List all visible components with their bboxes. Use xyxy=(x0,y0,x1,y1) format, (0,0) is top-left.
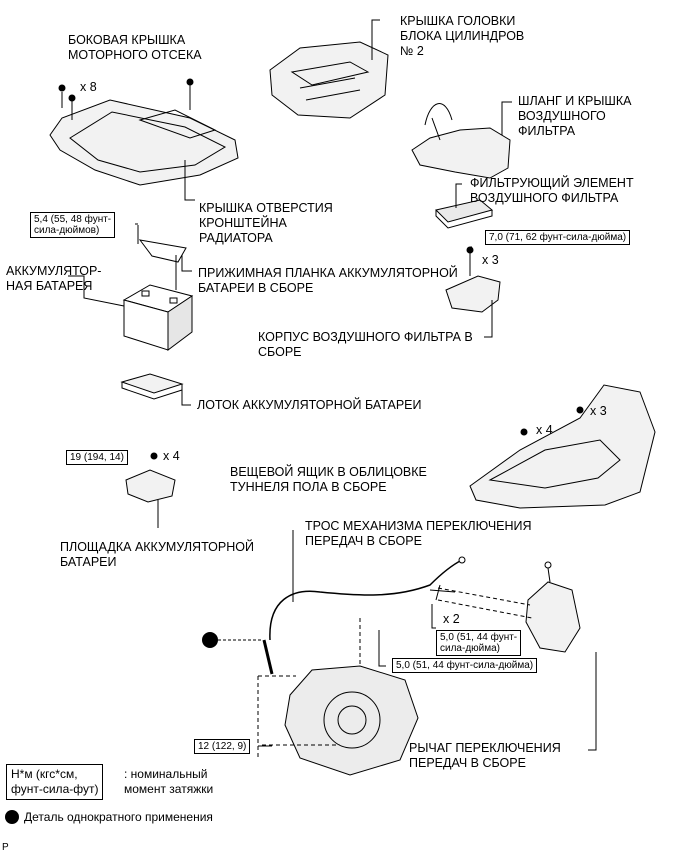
transaxle-illustration xyxy=(284,665,419,776)
leader-lines xyxy=(68,19,597,751)
qty-console-left: x 4 xyxy=(536,423,553,437)
single-use-marker xyxy=(202,632,218,648)
torque-box-cable-nut: 5,0 (51, 44 фунт-сила-дюйма) xyxy=(392,658,538,673)
air-hose-illustration xyxy=(411,103,511,179)
legend-unit-box: Н*м (кгс*см, фунт-сила-фут) xyxy=(6,764,104,800)
battery-carrier-illustration xyxy=(125,452,176,503)
corner-code: P xyxy=(2,842,9,853)
qty-filter-case: x 3 xyxy=(482,253,499,267)
label-radiator-cover: КРЫШКА ОТВЕРСТИЯ КРОНШТЕЙНА РАДИАТОРА xyxy=(199,201,333,245)
dashed-connectors xyxy=(257,587,533,760)
qty-carrier: x 4 xyxy=(163,449,180,463)
engine-side-cover-illustration xyxy=(49,78,239,186)
label-shift-cable: ТРОС МЕХАНИЗМА ПЕРЕКЛЮЧЕНИЯ ПЕРЕДАЧ В СБ… xyxy=(305,519,532,548)
label-filter-element: ФИЛЬТРУЮЩИЙ ЭЛЕМЕНТ ВОЗДУШНОГО ФИЛЬТРА xyxy=(470,176,634,205)
torque-box-cable-bracket: 5,0 (51, 44 фунт- сила-дюйма) xyxy=(436,630,522,656)
torque-box-transaxle: 12 (122, 9) xyxy=(194,739,251,754)
filter-element-illustration xyxy=(435,199,494,229)
label-shift-lever: РЫЧАГ ПЕРЕКЛЮЧЕНИЯ ПЕРЕДАЧ В СБОРЕ xyxy=(409,741,561,770)
label-cylinder-head-cover: КРЫШКА ГОЛОВКИ БЛОКА ЦИЛИНДРОВ № 2 xyxy=(400,14,525,58)
qty-cable: x 2 xyxy=(443,612,460,626)
shift-cable-illustration xyxy=(262,556,466,675)
label-air-hose-cover: ШЛАНГ И КРЫШКА ВОЗДУШНОГО ФИЛЬТРА xyxy=(518,94,632,138)
label-console-box: ВЕЩЕВОЙ ЯЩИК В ОБЛИЦОВКЕ ТУННЕЛЯ ПОЛА В … xyxy=(230,465,427,494)
label-battery-carrier: ПЛОЩАДКА АККУМУЛЯТОРНОЙ БАТАРЕИ xyxy=(60,540,254,569)
label-battery-tray: ЛОТОК АККУМУЛЯТОРНОЙ БАТАРЕИ xyxy=(197,398,422,412)
console-box-illustration xyxy=(469,384,656,509)
legend-single-use-text: Деталь однократного применения xyxy=(24,810,213,824)
torque-box-carrier: 19 (194, 14) xyxy=(66,450,128,465)
label-filter-case: КОРПУС ВОЗДУШНОГО ФИЛЬТРА В СБОРЕ xyxy=(258,330,473,359)
qty-console-right: x 3 xyxy=(590,404,607,418)
shift-lever-illustration xyxy=(525,561,581,653)
legend-dot-icon xyxy=(5,810,19,824)
legend-unit-description: : номинальный момент затяжки xyxy=(124,767,214,796)
qty-side-cover: x 8 xyxy=(80,80,97,94)
label-engine-side-cover: БОКОВАЯ КРЫШКА МОТОРНОГО ОТСЕКА xyxy=(68,33,202,62)
battery-illustration xyxy=(122,284,194,351)
torque-box-clamp: 5,4 (55, 48 фунт- сила-дюймов) xyxy=(30,212,116,238)
filter-case-illustration xyxy=(445,246,501,313)
label-battery: АККУМУЛЯТОР- НАЯ БАТАРЕЯ xyxy=(6,264,102,293)
battery-tray-illustration xyxy=(120,373,184,400)
torque-box-filter-case: 7,0 (71, 62 фунт-сила-дюйма) xyxy=(485,230,631,245)
battery-clamp-illustration xyxy=(137,225,187,290)
cylinder-head-cover-illustration xyxy=(269,41,389,119)
label-battery-clamp: ПРИЖИМНАЯ ПЛАНКА АККУМУЛЯТОРНОЙ БАТАРЕИ … xyxy=(198,266,458,295)
